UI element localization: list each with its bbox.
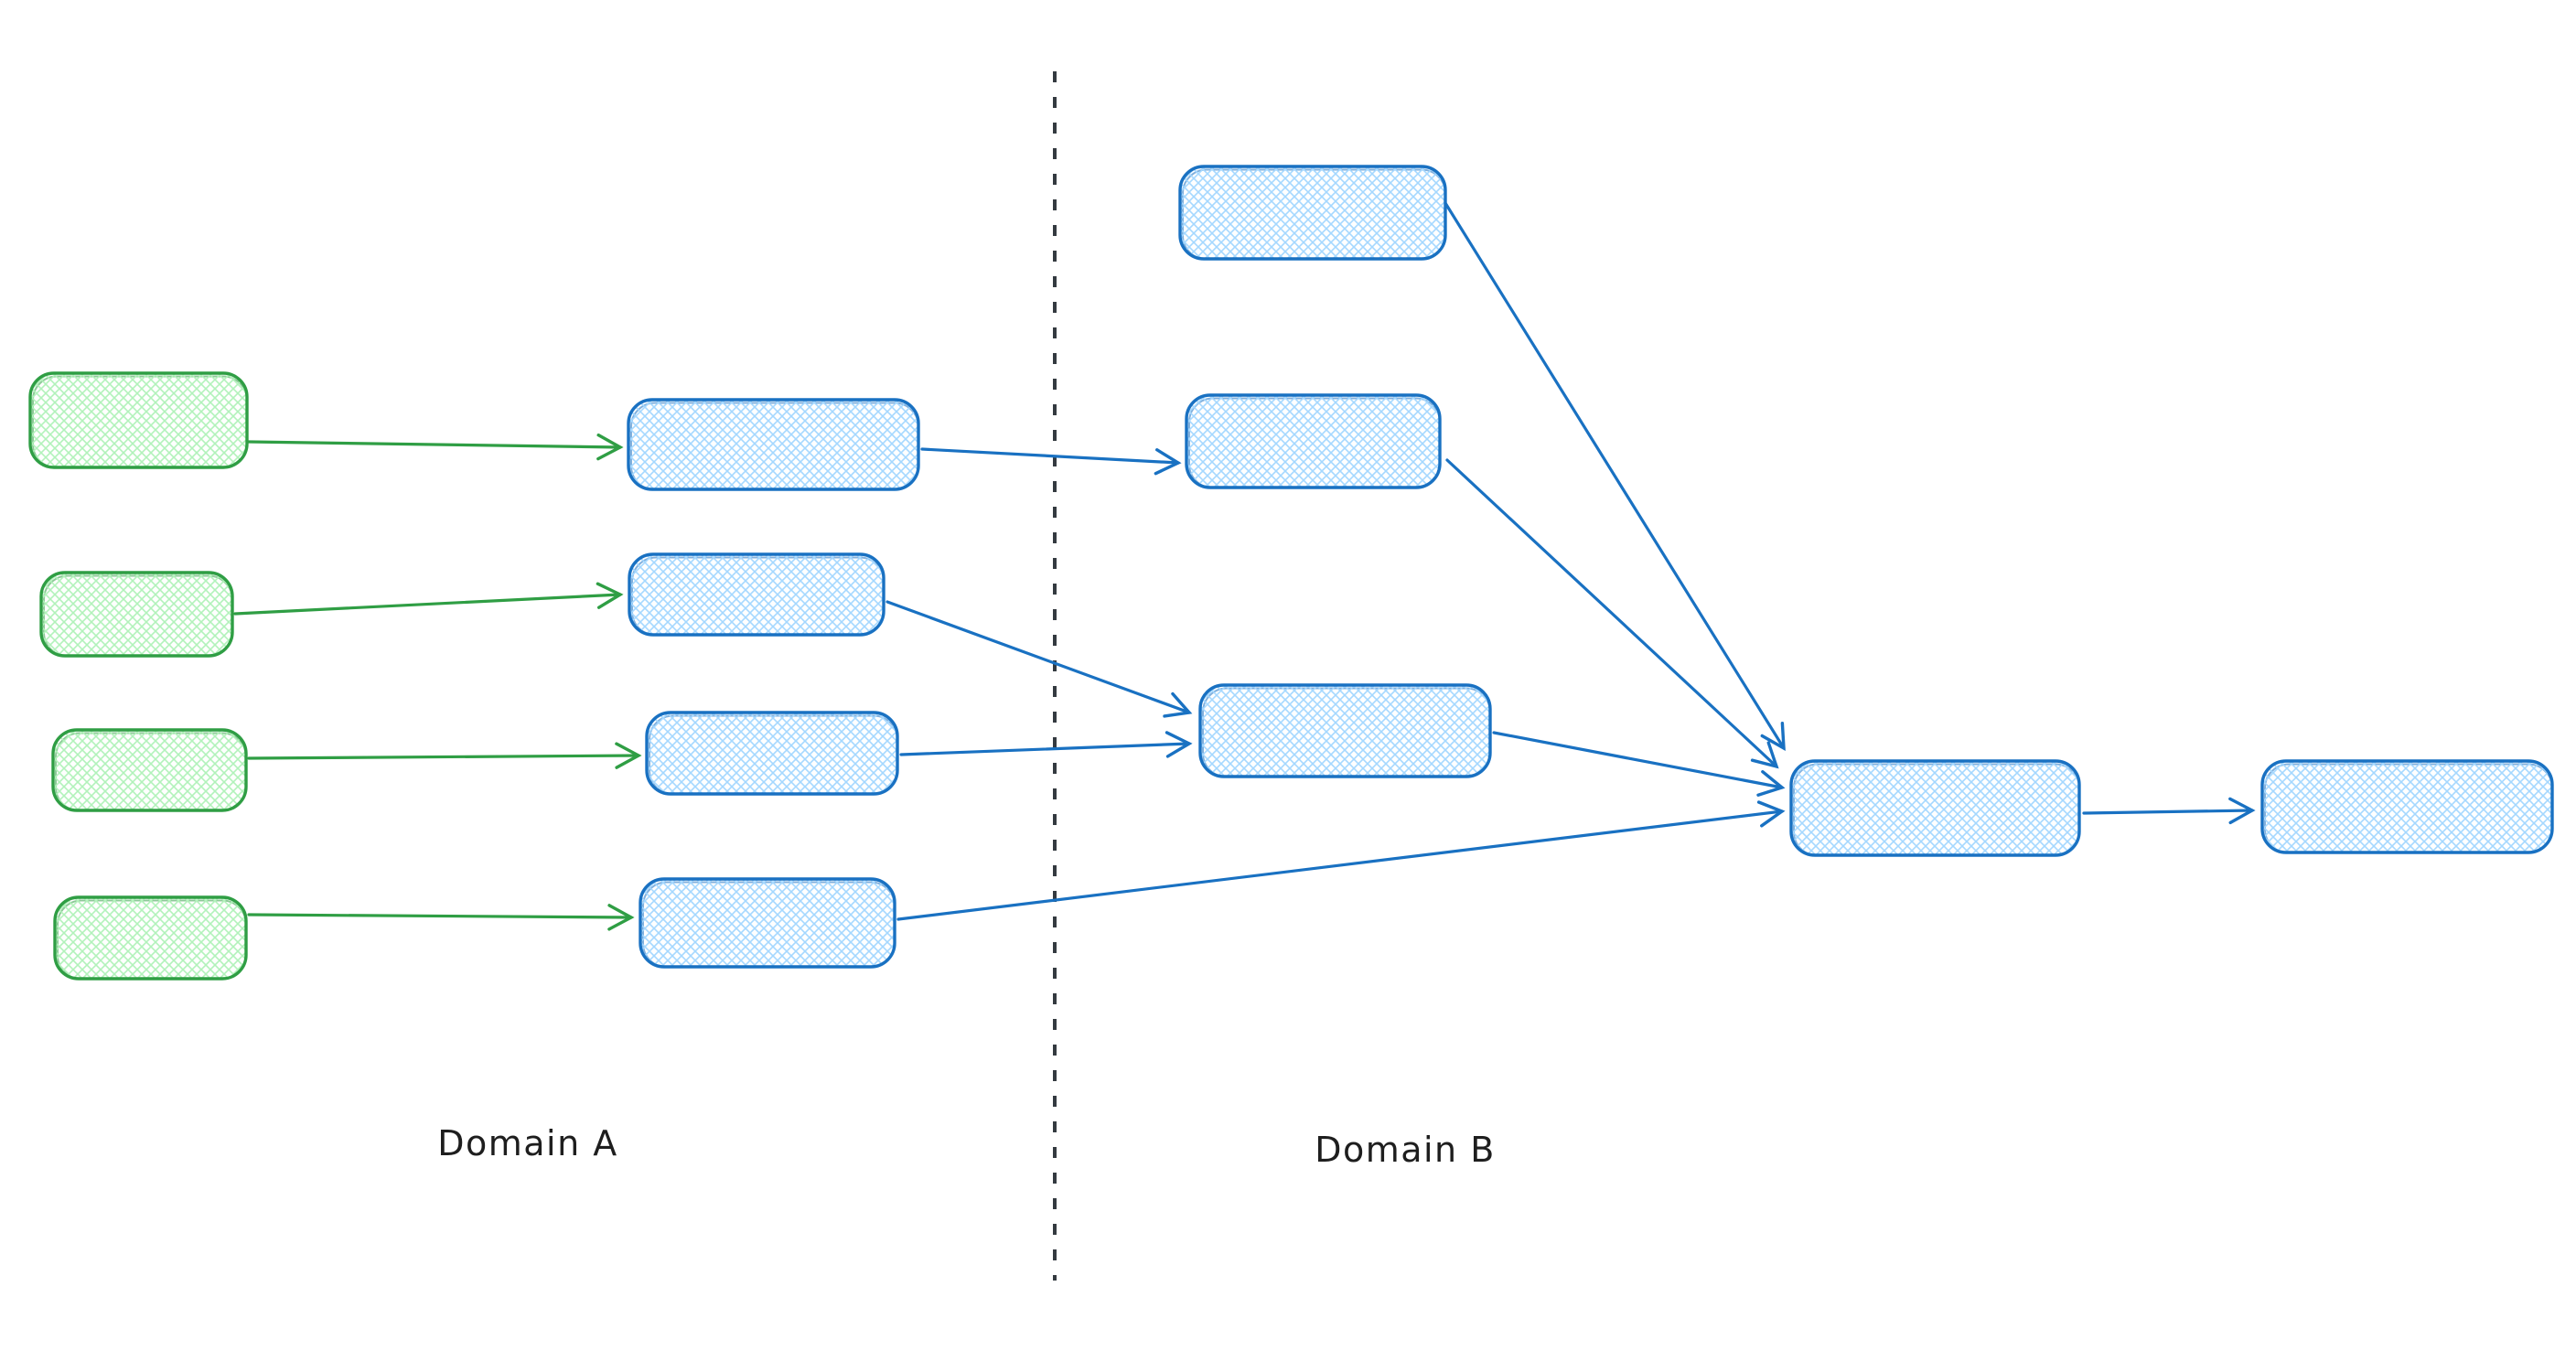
arrow-source-a-2-to-process-a-2[interactable] xyxy=(233,582,624,616)
domain-a-label: Domain A xyxy=(437,1123,618,1163)
node-process-a-2[interactable] xyxy=(628,552,886,637)
node-source-a-1[interactable] xyxy=(28,371,249,469)
node-process-a-4[interactable] xyxy=(639,877,896,969)
domain-b-label: Domain B xyxy=(1315,1130,1496,1170)
arrow-process-a-1-to-node-b-2[interactable] xyxy=(920,447,1182,476)
arrow-node-b-1-to-aggregator-b[interactable] xyxy=(1444,201,1786,752)
node-aggregator-b[interactable] xyxy=(1789,759,2081,857)
arrow-process-a-2-to-node-b-3[interactable] xyxy=(886,600,1193,718)
arrow-process-a-4-to-aggregator-b[interactable] xyxy=(896,800,1786,921)
arrow-process-a-3-to-node-b-3[interactable] xyxy=(899,731,1193,758)
arrow-source-a-3-to-process-a-3[interactable] xyxy=(247,742,642,769)
nodes-layer xyxy=(28,165,2554,981)
node-process-a-3[interactable] xyxy=(645,711,899,796)
node-source-a-4[interactable] xyxy=(53,895,248,981)
node-source-a-3[interactable] xyxy=(51,728,248,812)
node-output-b[interactable] xyxy=(2260,759,2554,854)
node-source-a-2[interactable] xyxy=(39,571,234,658)
arrow-source-a-1-to-process-a-1[interactable] xyxy=(247,433,624,461)
node-process-a-1[interactable] xyxy=(627,398,920,491)
node-node-b-2[interactable] xyxy=(1185,393,1442,489)
node-node-b-3[interactable] xyxy=(1198,683,1492,778)
labels-layer: Domain A Domain B xyxy=(437,1123,1496,1170)
arrow-aggregator-b-to-output-b[interactable] xyxy=(2082,797,2256,825)
arrow-node-b-3-to-aggregator-b[interactable] xyxy=(1492,731,1786,797)
node-node-b-1[interactable] xyxy=(1178,165,1447,261)
arrow-source-a-4-to-process-a-4[interactable] xyxy=(247,904,635,931)
arrows-layer xyxy=(233,71,2256,1281)
arrow-node-b-2-to-aggregator-b[interactable] xyxy=(1445,458,1779,769)
